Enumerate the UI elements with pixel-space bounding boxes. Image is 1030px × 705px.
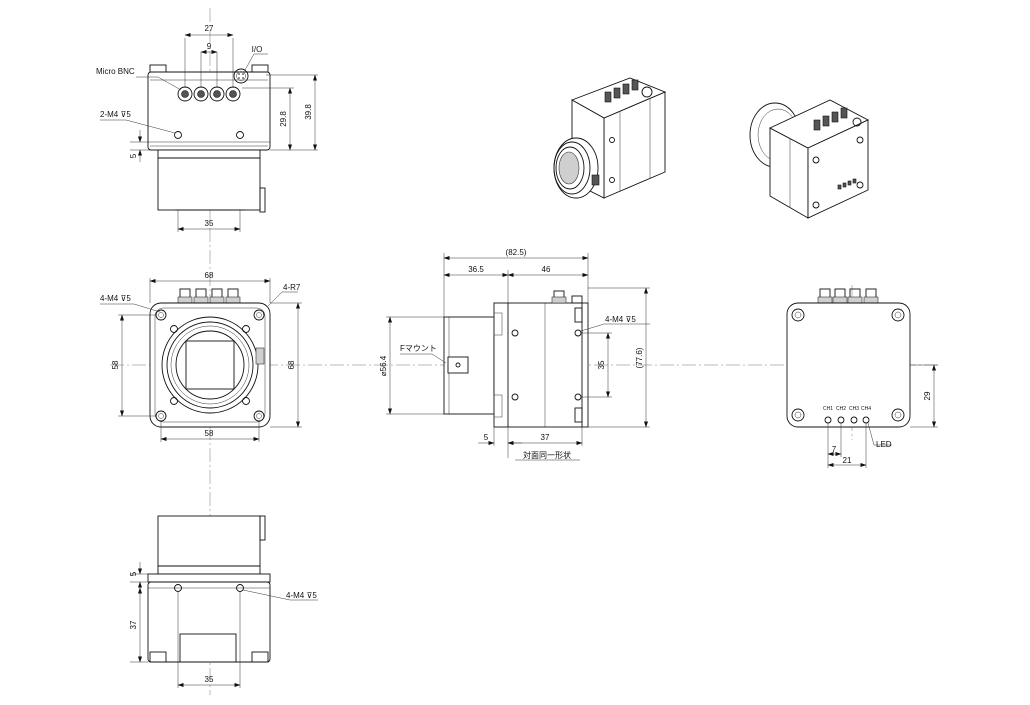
dim-front-58-left: 58 <box>111 360 120 369</box>
label-side-m4: 4-M4 ⊽5 <box>605 315 636 324</box>
dim-bottom-37: 37 <box>129 620 138 629</box>
label-top-m4: 2-M4 ⊽5 <box>100 110 131 119</box>
label-bottom-m4: 4-M4 ⊽5 <box>286 591 317 600</box>
bottom-view <box>130 515 318 688</box>
isometric-front-view <box>553 77 667 199</box>
top-view <box>100 33 318 232</box>
label-led: LED <box>876 440 892 449</box>
dim-back-29: 29 <box>923 391 932 400</box>
dim-side-5: 5 <box>484 433 489 442</box>
label-ch3: CH3 <box>849 406 859 412</box>
dim-side-diameter: ⌀56.4 <box>379 355 388 376</box>
dim-side-77-6: (77.6) <box>635 347 644 368</box>
depth-symbol-icon: ⊽ <box>118 110 126 119</box>
dim-top-9: 9 <box>207 42 212 51</box>
dim-top-39-8: 39.8 <box>304 104 313 120</box>
io-connector <box>233 68 249 84</box>
label-io: I/O <box>252 45 263 54</box>
dim-top-35: 35 <box>205 219 214 228</box>
dim-top-29-8: 29.8 <box>279 111 288 127</box>
dim-top-5: 5 <box>129 153 138 158</box>
dim-front-68-right: 68 <box>287 360 296 369</box>
front-view <box>100 278 302 442</box>
label-ch1: CH1 <box>823 406 833 412</box>
depth-symbol-icon: ⊽ <box>118 294 126 303</box>
label-front-r7: 4-R7 <box>283 283 301 292</box>
dim-side-36-5: 36.5 <box>468 265 484 274</box>
dim-bottom-35: 35 <box>205 675 214 684</box>
isometric-rear-view <box>749 99 870 219</box>
label-micro-bnc: Micro BNC <box>96 67 135 76</box>
diameter-symbol-icon: ⌀ <box>379 371 388 376</box>
dim-front-68: 68 <box>205 271 214 280</box>
dimension-labels: 27 9 I/O Micro BNC 2-M4 ⊽5 29.8 39.8 5 3… <box>96 24 932 684</box>
dim-side-46: 46 <box>542 265 551 274</box>
dim-top-27: 27 <box>205 24 214 33</box>
side-view <box>386 253 650 461</box>
label-ch4: CH4 <box>861 406 871 412</box>
label-ch2: CH2 <box>836 406 846 412</box>
dim-side-37: 37 <box>541 433 550 442</box>
back-view <box>786 288 938 468</box>
dim-side-35: 35 <box>597 360 606 369</box>
depth-symbol-icon: ⊽ <box>304 591 312 600</box>
dim-side-82-5: (82.5) <box>506 248 527 257</box>
dim-bottom-5: 5 <box>129 571 138 576</box>
depth-symbol-icon: ⊽ <box>623 315 631 324</box>
label-front-m4: 4-M4 ⊽5 <box>100 294 131 303</box>
dim-back-21: 21 <box>843 456 852 465</box>
dim-back-7: 7 <box>832 445 837 454</box>
dim-front-58-bottom: 58 <box>205 429 214 438</box>
label-f-mount: Fマウント <box>400 344 437 353</box>
label-side-note: 対面同一形状 <box>523 450 571 460</box>
